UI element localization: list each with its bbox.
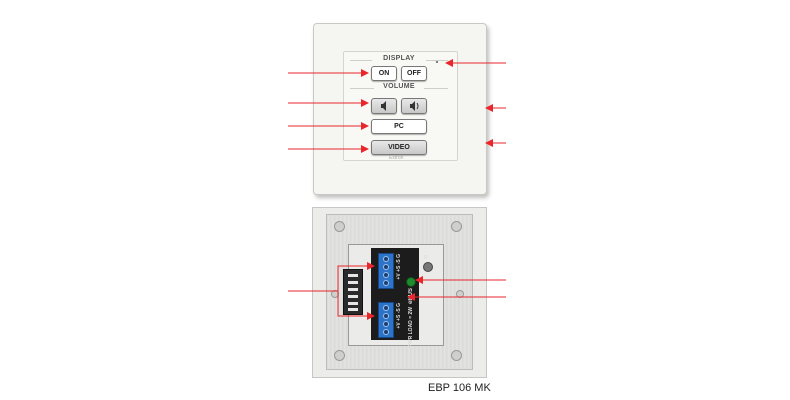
terminal-screw [383, 329, 389, 335]
top-terminal-block[interactable] [378, 253, 394, 289]
terminal-screw [383, 313, 389, 319]
volume-up-button[interactable] [401, 98, 427, 114]
terminal-screw [383, 305, 389, 311]
model-caption: EBP 106 MK [428, 382, 491, 394]
speaker-high-icon [410, 101, 419, 111]
status-led [436, 61, 438, 63]
dip-toggle[interactable] [348, 302, 358, 305]
terminal-screw [383, 280, 389, 286]
reset-button[interactable] [423, 262, 433, 272]
dip-toggle[interactable] [348, 295, 358, 298]
arrow-dip-bottom [337, 291, 375, 320]
off-button[interactable]: OFF [401, 66, 427, 81]
terminal-screw [383, 272, 389, 278]
volume-group-label: VOLUME [374, 83, 424, 90]
dip-toggle[interactable] [348, 288, 358, 291]
pc-button[interactable]: PC [371, 119, 427, 134]
terminal-screw [383, 256, 389, 262]
dip-toggle[interactable] [348, 281, 358, 284]
dip-switch[interactable] [343, 269, 363, 315]
screw [451, 221, 462, 232]
dip-toggle[interactable] [348, 308, 358, 311]
video-button[interactable]: VIDEO [371, 140, 427, 155]
volume-down-button[interactable] [371, 98, 397, 114]
on-button[interactable]: ON [371, 66, 397, 81]
screw [334, 350, 345, 361]
brand-logo: Extron [389, 155, 404, 161]
screw [334, 221, 345, 232]
terminal-screw [383, 264, 389, 270]
reset-label: R [424, 255, 428, 261]
screw [451, 350, 462, 361]
speaker-low-icon [381, 101, 386, 111]
bottom-terminal-block[interactable] [378, 302, 394, 338]
terminal-screw [383, 321, 389, 327]
display-group-label: DISPLAY [372, 55, 426, 62]
dip-toggle[interactable] [348, 274, 358, 277]
arrow-dip-top [288, 262, 375, 292]
